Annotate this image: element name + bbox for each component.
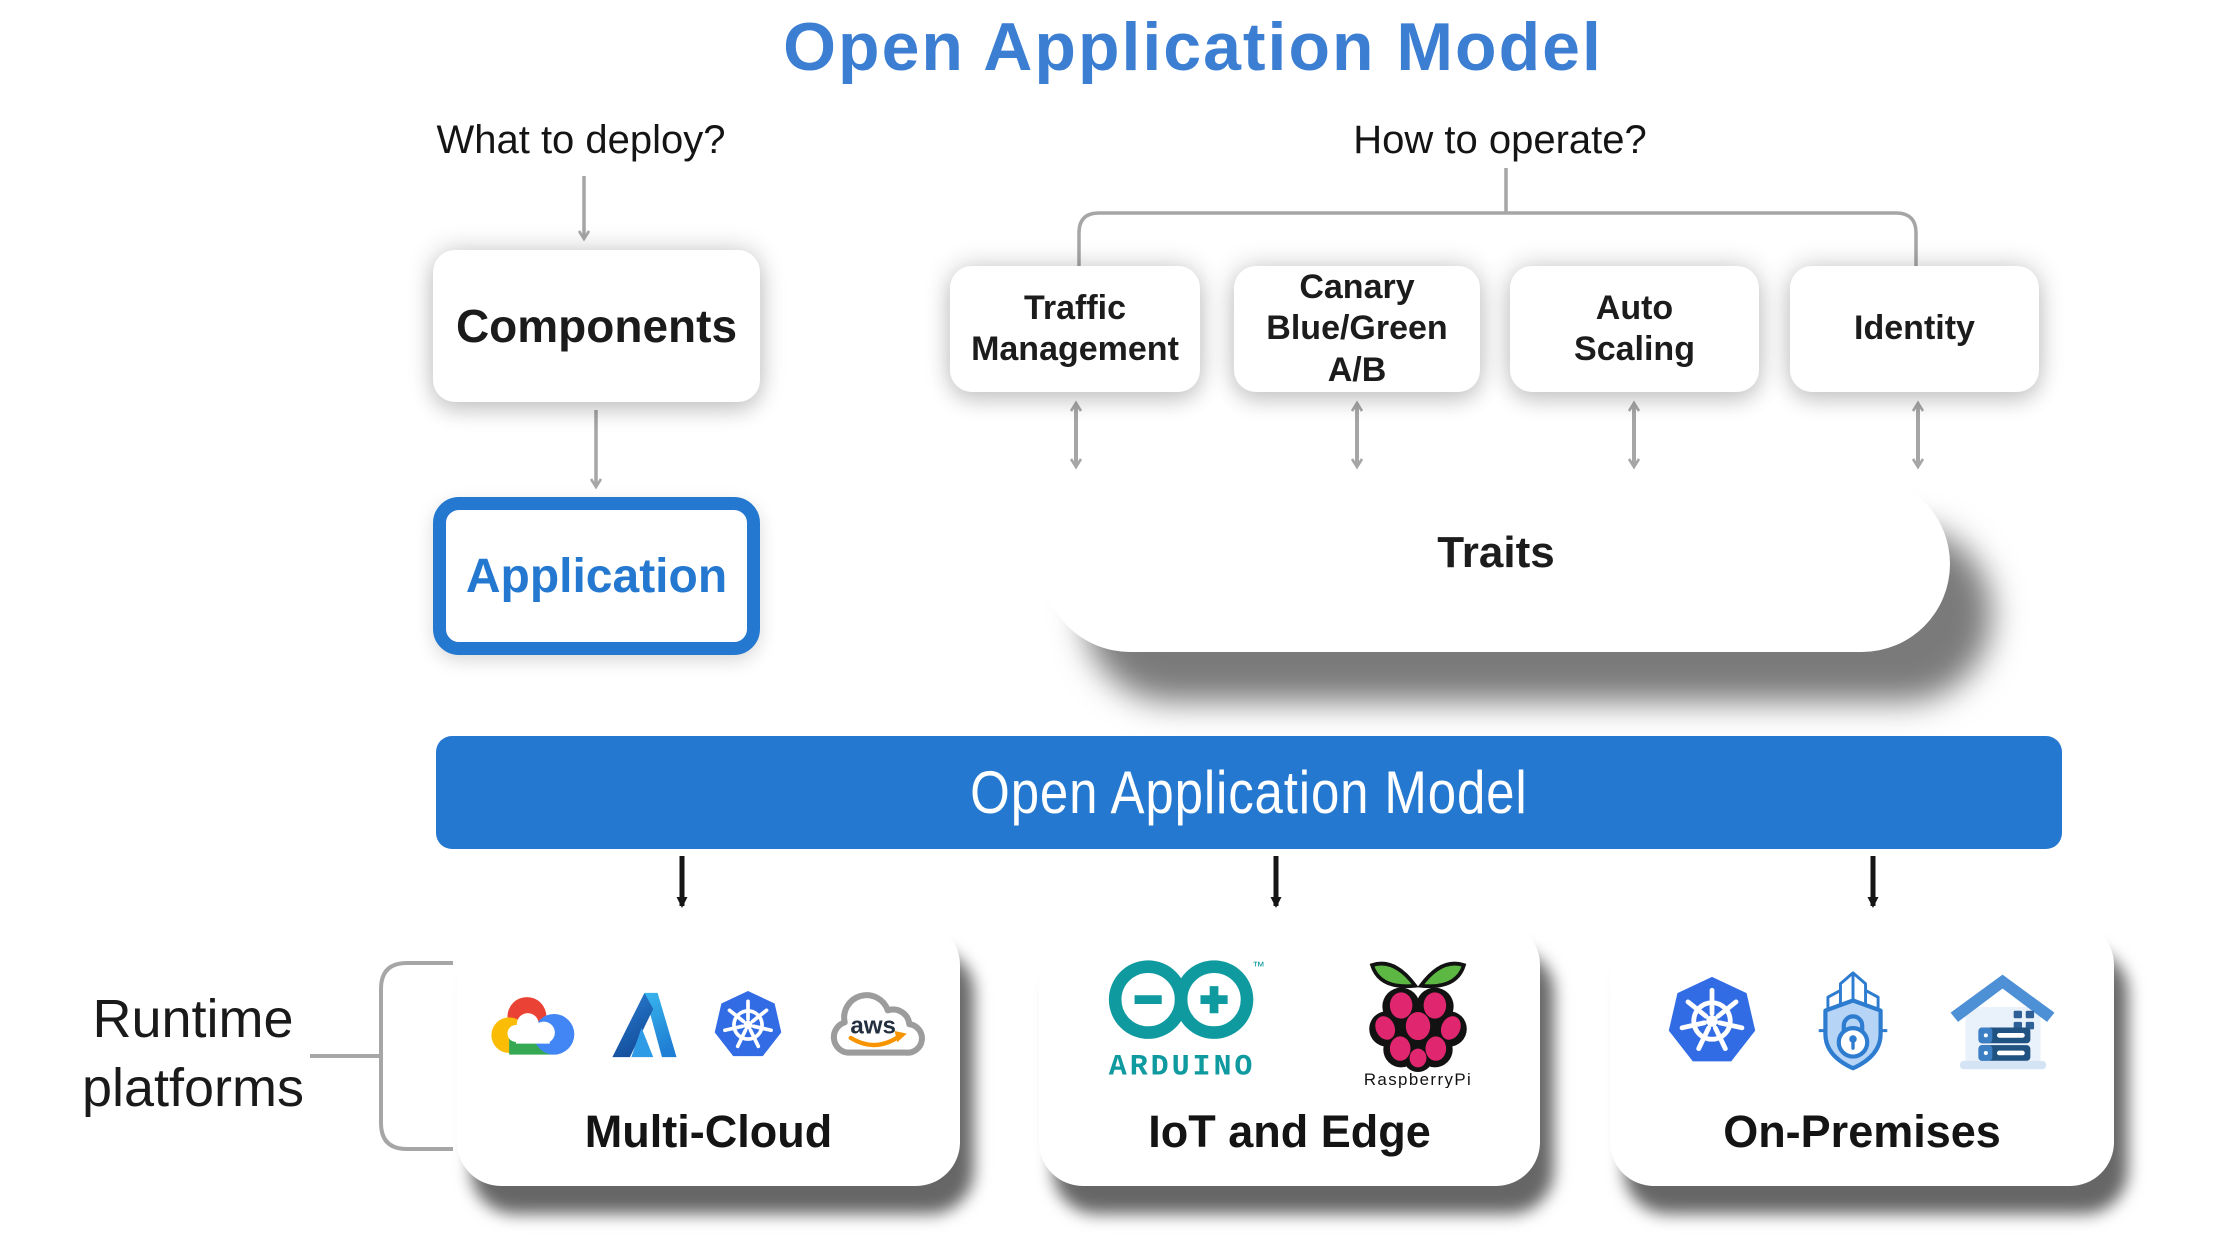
traits-pill: Traits — [1042, 476, 1950, 652]
oam-bar: Open Application Model — [436, 736, 2062, 849]
runtime-platforms-label: Runtime platforms — [81, 989, 305, 1119]
kubernetes-icon — [714, 990, 781, 1057]
raspberry-pi-logo-text: RaspberryPi — [1363, 1070, 1471, 1088]
on-premises-icons-row — [1663, 961, 2061, 1081]
trait-box-label: Traffic Management — [971, 288, 1179, 368]
card-on-premises: On-Premises — [1610, 921, 2114, 1186]
aws-icon: aws — [830, 992, 925, 1056]
azure-icon — [611, 992, 677, 1058]
trait-box-label: Auto Scaling — [1574, 288, 1695, 368]
trait-box-canary: Canary Blue/Green A/B — [1234, 266, 1480, 392]
security-shield-icon — [1818, 971, 1888, 1071]
on-premises-label: On-Premises — [1723, 1106, 2001, 1157]
multi-cloud-label: Multi-Cloud — [584, 1106, 833, 1157]
card-iot-and-edge: ™ ARDUINO — [1039, 921, 1540, 1186]
runtime-bracket — [379, 961, 453, 1151]
trait-box-traffic-management: Traffic Management — [950, 266, 1200, 392]
application-label: Application — [465, 549, 728, 603]
trait-box-label: Identity — [1854, 309, 1975, 348]
trait-box-auto-scaling: Auto Scaling — [1510, 266, 1759, 392]
arduino-icon: ™ ARDUINO — [1108, 960, 1265, 1083]
operate-question-label: How to operate? — [1353, 118, 1647, 162]
arduino-tm-mark: ™ — [1252, 960, 1265, 974]
datacenter-building-icon — [1950, 974, 2055, 1070]
card-multi-cloud: aws Multi-Cloud — [457, 921, 960, 1186]
oam-bar-label: Open Application Model — [970, 759, 1528, 826]
kubernetes-icon — [1668, 976, 1756, 1062]
page-title: Open Application Model — [783, 9, 1603, 85]
trait-box-identity: Identity — [1790, 266, 2039, 392]
traits-label: Traits — [1437, 528, 1555, 577]
google-cloud-icon — [490, 997, 574, 1055]
arduino-logo-text: ARDUINO — [1108, 1050, 1255, 1083]
application-box: Application — [433, 497, 760, 655]
multi-cloud-icons-row: aws — [488, 975, 930, 1075]
components-label: Components — [455, 300, 738, 352]
operate-bracket — [1077, 211, 1918, 266]
iot-and-edge-label: IoT and Edge — [1148, 1106, 1431, 1157]
deploy-question-label: What to deploy? — [436, 118, 726, 162]
iot-icons-row: ™ ARDUINO — [1100, 955, 1480, 1088]
aws-logo-text: aws — [850, 1013, 896, 1040]
trait-box-label: Canary Blue/Green A/B — [1266, 267, 1448, 389]
components-box: Components — [433, 250, 760, 402]
raspberry-pi-icon: RaspberryPi — [1363, 961, 1471, 1088]
